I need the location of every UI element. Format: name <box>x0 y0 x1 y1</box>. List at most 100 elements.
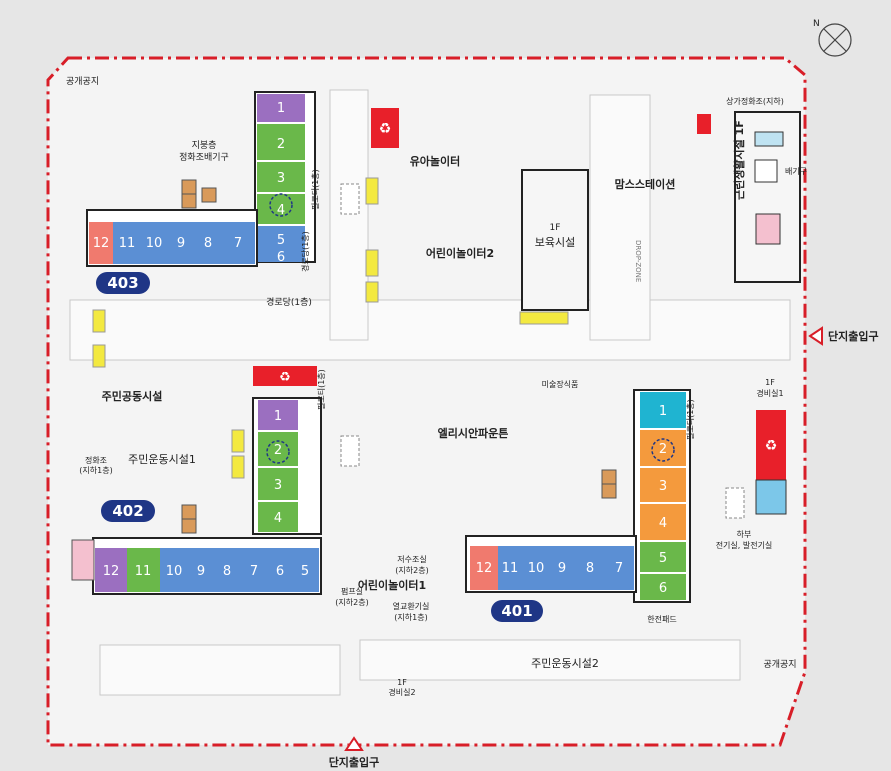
entrance-bottom[interactable]: 단지출입구 <box>329 736 380 769</box>
septic-label-1: 정화조 <box>85 455 107 465</box>
vent-box <box>181 504 197 520</box>
unit-label: 6 <box>277 250 285 265</box>
unit-402-row-12[interactable] <box>95 548 127 592</box>
neighborhood-facility[interactable]: 근린생활시설 1F 배기구 <box>732 111 807 283</box>
water-tank-label-2: (지하2층) <box>395 565 428 575</box>
unit-label: 9 <box>197 564 205 579</box>
building-badge-text: 401 <box>501 602 532 620</box>
unit-401-col-5[interactable] <box>640 542 686 572</box>
neighborhood-facility-label: 근린생활시설 1F <box>732 120 746 200</box>
unit-label: 10 <box>528 561 545 576</box>
daycare-label-1: 1F <box>550 223 561 233</box>
public-open-space-label: 공개공지 <box>763 659 796 670</box>
unit-402-col-2[interactable] <box>258 432 298 466</box>
building-402[interactable]: 1 2 3 4 12 11 10 9 8 7 6 5 402 <box>71 397 322 595</box>
unit-402-row-11[interactable] <box>127 548 160 592</box>
daycare-building[interactable]: 1F 보육시설 <box>521 169 589 311</box>
unit-label: 3 <box>277 171 285 186</box>
heat-exchange-label-2: (지하1층) <box>394 612 427 622</box>
site-boundary <box>46 56 807 747</box>
unit-label: 4 <box>659 516 667 531</box>
toddler-playground-label: 유아놀이터 <box>410 154 461 168</box>
unit-401-col-6[interactable] <box>640 574 686 600</box>
unit-401-row-7[interactable] <box>604 546 634 590</box>
unit-403-row-10[interactable] <box>141 222 168 264</box>
unit-label: 5 <box>659 551 667 566</box>
unit-403-row-9[interactable] <box>168 222 195 264</box>
unit-402-row-9[interactable] <box>188 548 214 592</box>
unit-403-row-7[interactable] <box>222 222 255 264</box>
unit-403-col-2[interactable] <box>257 124 305 160</box>
unit-401-col-4[interactable] <box>640 504 686 540</box>
building-403[interactable]: 1 2 3 4 5 6 12 11 10 9 8 7 403 <box>86 91 316 294</box>
unit-label: 8 <box>586 561 594 576</box>
unit-401-row-11[interactable] <box>498 546 523 590</box>
unit-label: 1 <box>659 404 667 419</box>
unit-402-row-7[interactable] <box>241 548 268 592</box>
unit-401-row-9[interactable] <box>549 546 576 590</box>
vent-box <box>201 187 217 203</box>
unit-402-col-3[interactable] <box>258 468 298 500</box>
unit-label: 3 <box>274 478 282 493</box>
water-tank-icon <box>755 479 787 515</box>
pilotis-label: 필로티(1층) <box>310 169 320 210</box>
recycle-bin-icon <box>253 366 317 386</box>
building-badge-402 <box>101 500 155 522</box>
unit-label: 4 <box>277 203 285 218</box>
unit-402-row-5[interactable] <box>292 548 319 592</box>
unit-label: 1 <box>274 409 282 424</box>
unit-402-col-4[interactable] <box>258 502 298 532</box>
public-open-space-label: 공개공지 <box>66 76 99 87</box>
unit-403-row-8[interactable] <box>195 222 222 264</box>
unit-label: 7 <box>615 561 623 576</box>
recycle-bin-icon <box>697 114 711 134</box>
unit-label: 2 <box>659 442 667 457</box>
unit-label: 6 <box>276 564 284 579</box>
unit-label: 9 <box>177 236 185 251</box>
svg-text:N: N <box>813 19 820 29</box>
unit-403-row-12[interactable] <box>89 222 113 264</box>
unit-label: 11 <box>135 564 152 579</box>
unit-403-col-6[interactable] <box>257 254 305 262</box>
unit-403-col-5[interactable] <box>257 226 305 254</box>
unit-label: 12 <box>476 561 493 576</box>
septic-label-2: (지하1층) <box>79 465 112 475</box>
unit-403-col-1[interactable] <box>257 94 305 122</box>
unit-402-col-1[interactable] <box>258 400 298 430</box>
unit-403-col-4[interactable] <box>257 194 305 224</box>
building-badge-401 <box>491 600 543 622</box>
unit-label: 5 <box>301 564 309 579</box>
unit-402-row-8[interactable] <box>214 548 241 592</box>
unit-402-row-6[interactable] <box>268 548 292 592</box>
unit-403-col-3[interactable] <box>257 162 305 192</box>
building-badge-text: 402 <box>112 502 143 520</box>
unit-label: 6 <box>659 581 667 596</box>
elevator-core <box>269 193 293 217</box>
elevator-core <box>651 438 675 462</box>
north-compass-icon: N <box>813 19 852 57</box>
unit-401-col-2[interactable] <box>640 430 686 466</box>
unit-label: 3 <box>659 479 667 494</box>
unit-401-row-8[interactable] <box>576 546 604 590</box>
unit-label: 12 <box>93 236 110 251</box>
drop-zone-label: DROP-ZONE <box>634 240 642 282</box>
building-badge-403 <box>96 272 150 294</box>
unit-label: 7 <box>250 564 258 579</box>
guard-room1-label-2: 경비실1 <box>756 388 783 398</box>
unit-403-row-11[interactable] <box>113 222 141 264</box>
unit-label: 9 <box>558 561 566 576</box>
unit-402-row-10[interactable] <box>160 548 188 592</box>
unit-401-col-3[interactable] <box>640 468 686 502</box>
commercial-purifier-label: 상가정화조(지하) <box>726 96 784 106</box>
unit-401-row-12[interactable] <box>470 546 498 590</box>
vent-box <box>181 518 197 534</box>
entrance-right[interactable]: 단지출입구 <box>808 326 879 346</box>
building-401[interactable]: 1 2 3 4 5 6 12 11 10 9 8 7 401 <box>465 389 691 622</box>
unit-401-col-1[interactable] <box>640 392 686 428</box>
water-tank-label-1: 저수조실 <box>397 554 426 564</box>
guard-room1-label-1: 1F <box>765 378 775 387</box>
unit-401-row-10[interactable] <box>523 546 549 590</box>
vent-fan-icon <box>755 213 781 245</box>
building-badge-text: 403 <box>107 274 138 292</box>
